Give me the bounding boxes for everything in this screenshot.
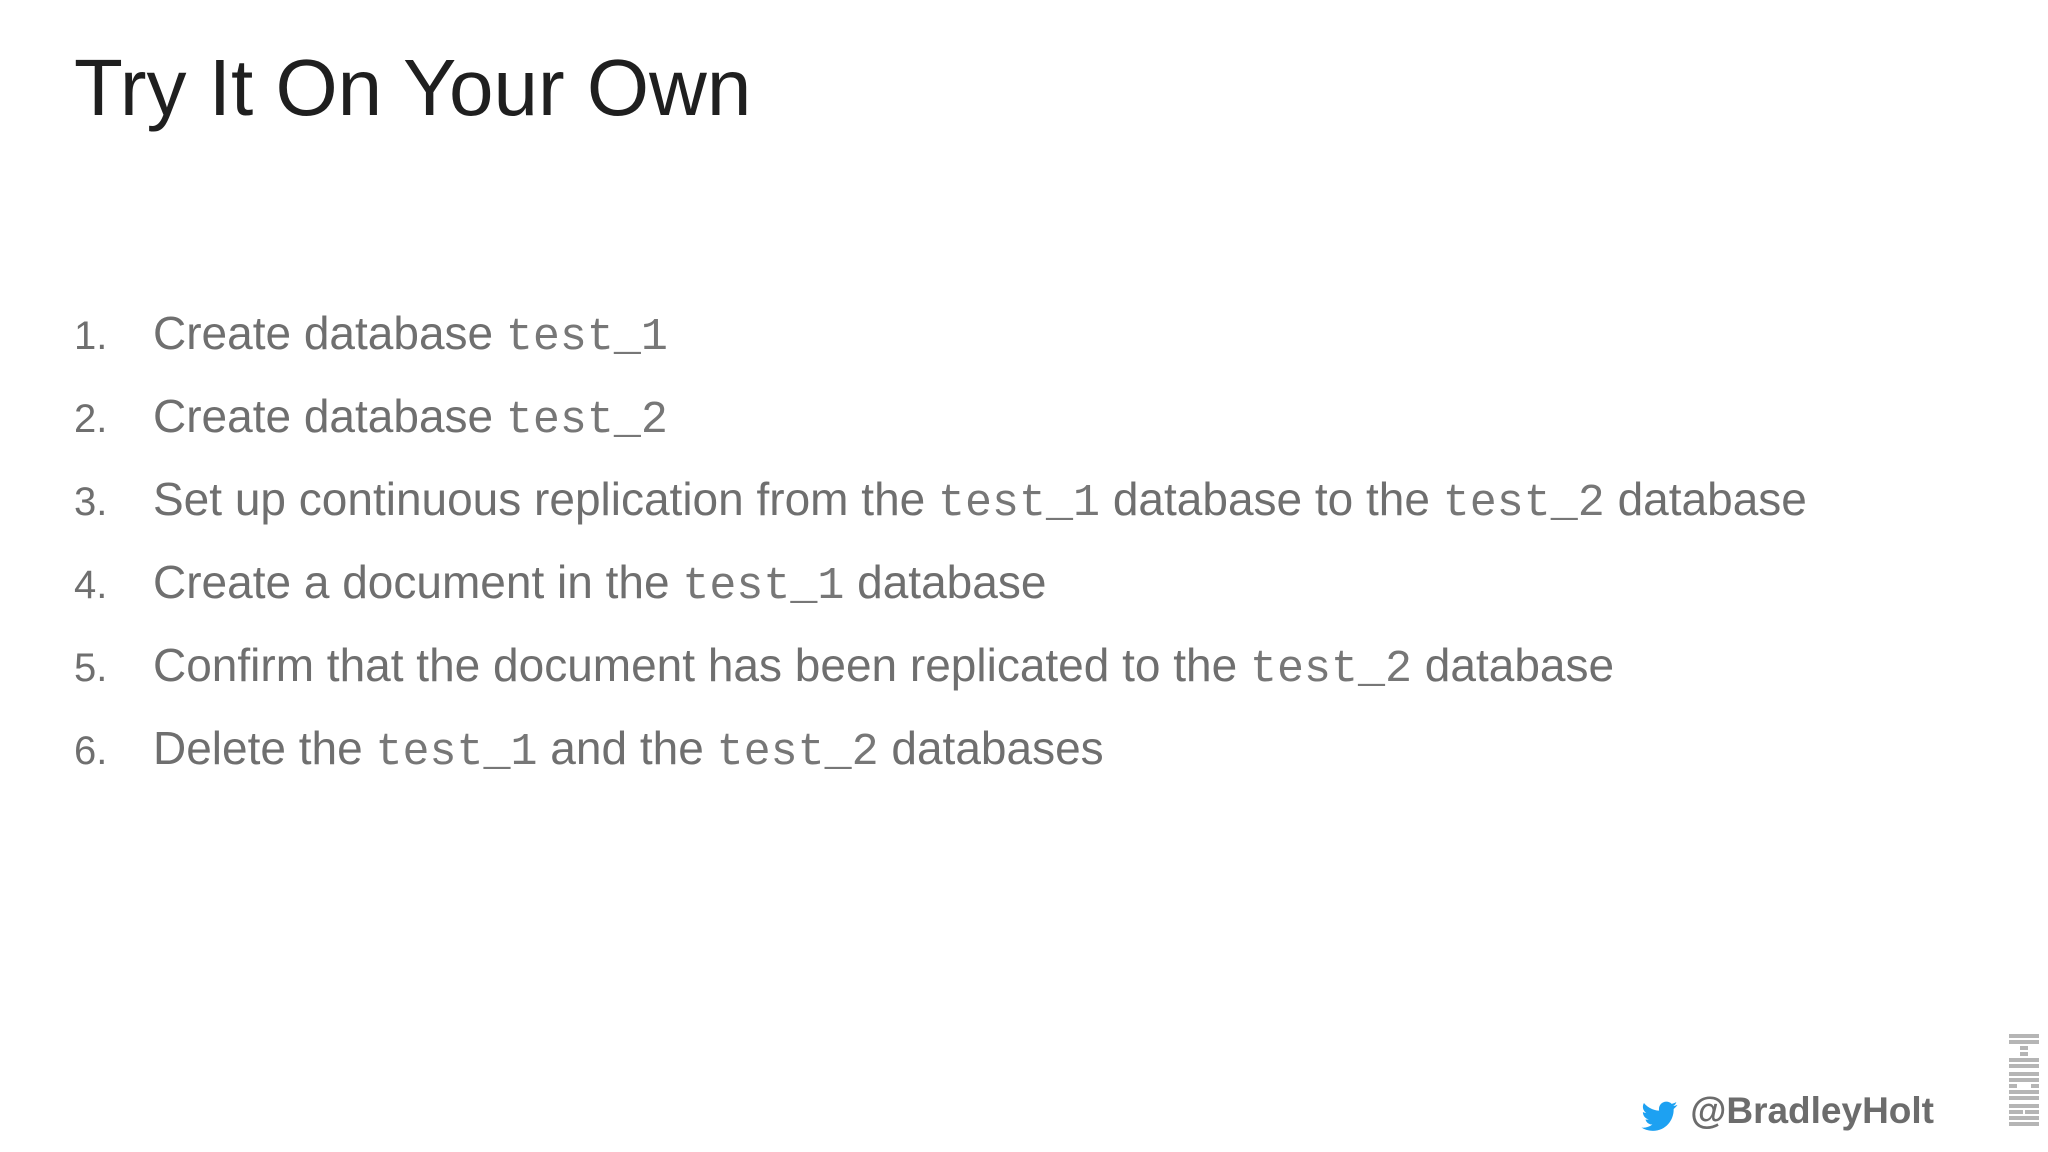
step-text: Create database test_2 xyxy=(153,390,668,446)
ibm-logo xyxy=(2009,1034,2039,1126)
twitter-bird-icon xyxy=(1641,1101,1678,1131)
step-item: 2. Create database test_2 xyxy=(74,389,1807,472)
code-database-name: test_1 xyxy=(682,561,845,612)
code-database-name: test_2 xyxy=(1250,644,1413,695)
step-number: 5. xyxy=(74,646,108,690)
step-item: 6. Delete the test_1 and the test_2 data… xyxy=(74,721,1807,804)
step-text: Confirm that the document has been repli… xyxy=(153,639,1615,695)
code-database-name: test_2 xyxy=(1442,478,1605,529)
step-text: Create a document in the test_1 database xyxy=(153,556,1047,612)
step-item: 1. Create database test_1 xyxy=(74,306,1807,389)
step-item: 4. Create a document in the test_1 datab… xyxy=(74,555,1807,638)
step-number: 2. xyxy=(74,397,108,441)
steps-list: 1. Create database test_1 2. Create data… xyxy=(74,306,1807,804)
step-text: Set up continuous replication from the t… xyxy=(153,473,1807,529)
footer: @BradleyHolt xyxy=(1640,1088,1934,1134)
twitter-handle: @BradleyHolt xyxy=(1690,1090,1934,1131)
slide-title: Try It On Your Own xyxy=(74,43,752,132)
step-number: 4. xyxy=(74,563,108,607)
step-item: 3. Set up continuous replication from th… xyxy=(74,472,1807,555)
code-database-name: test_1 xyxy=(375,727,538,778)
code-database-name: test_1 xyxy=(505,312,668,363)
code-database-name: test_2 xyxy=(716,727,879,778)
step-number: 1. xyxy=(74,314,108,358)
step-number: 6. xyxy=(74,729,108,773)
step-text: Delete the test_1 and the test_2 databas… xyxy=(153,722,1104,778)
step-text: Create database test_1 xyxy=(153,307,668,363)
code-database-name: test_1 xyxy=(938,478,1101,529)
step-item: 5. Confirm that the document has been re… xyxy=(74,638,1807,721)
code-database-name: test_2 xyxy=(505,395,668,446)
step-number: 3. xyxy=(74,480,108,524)
